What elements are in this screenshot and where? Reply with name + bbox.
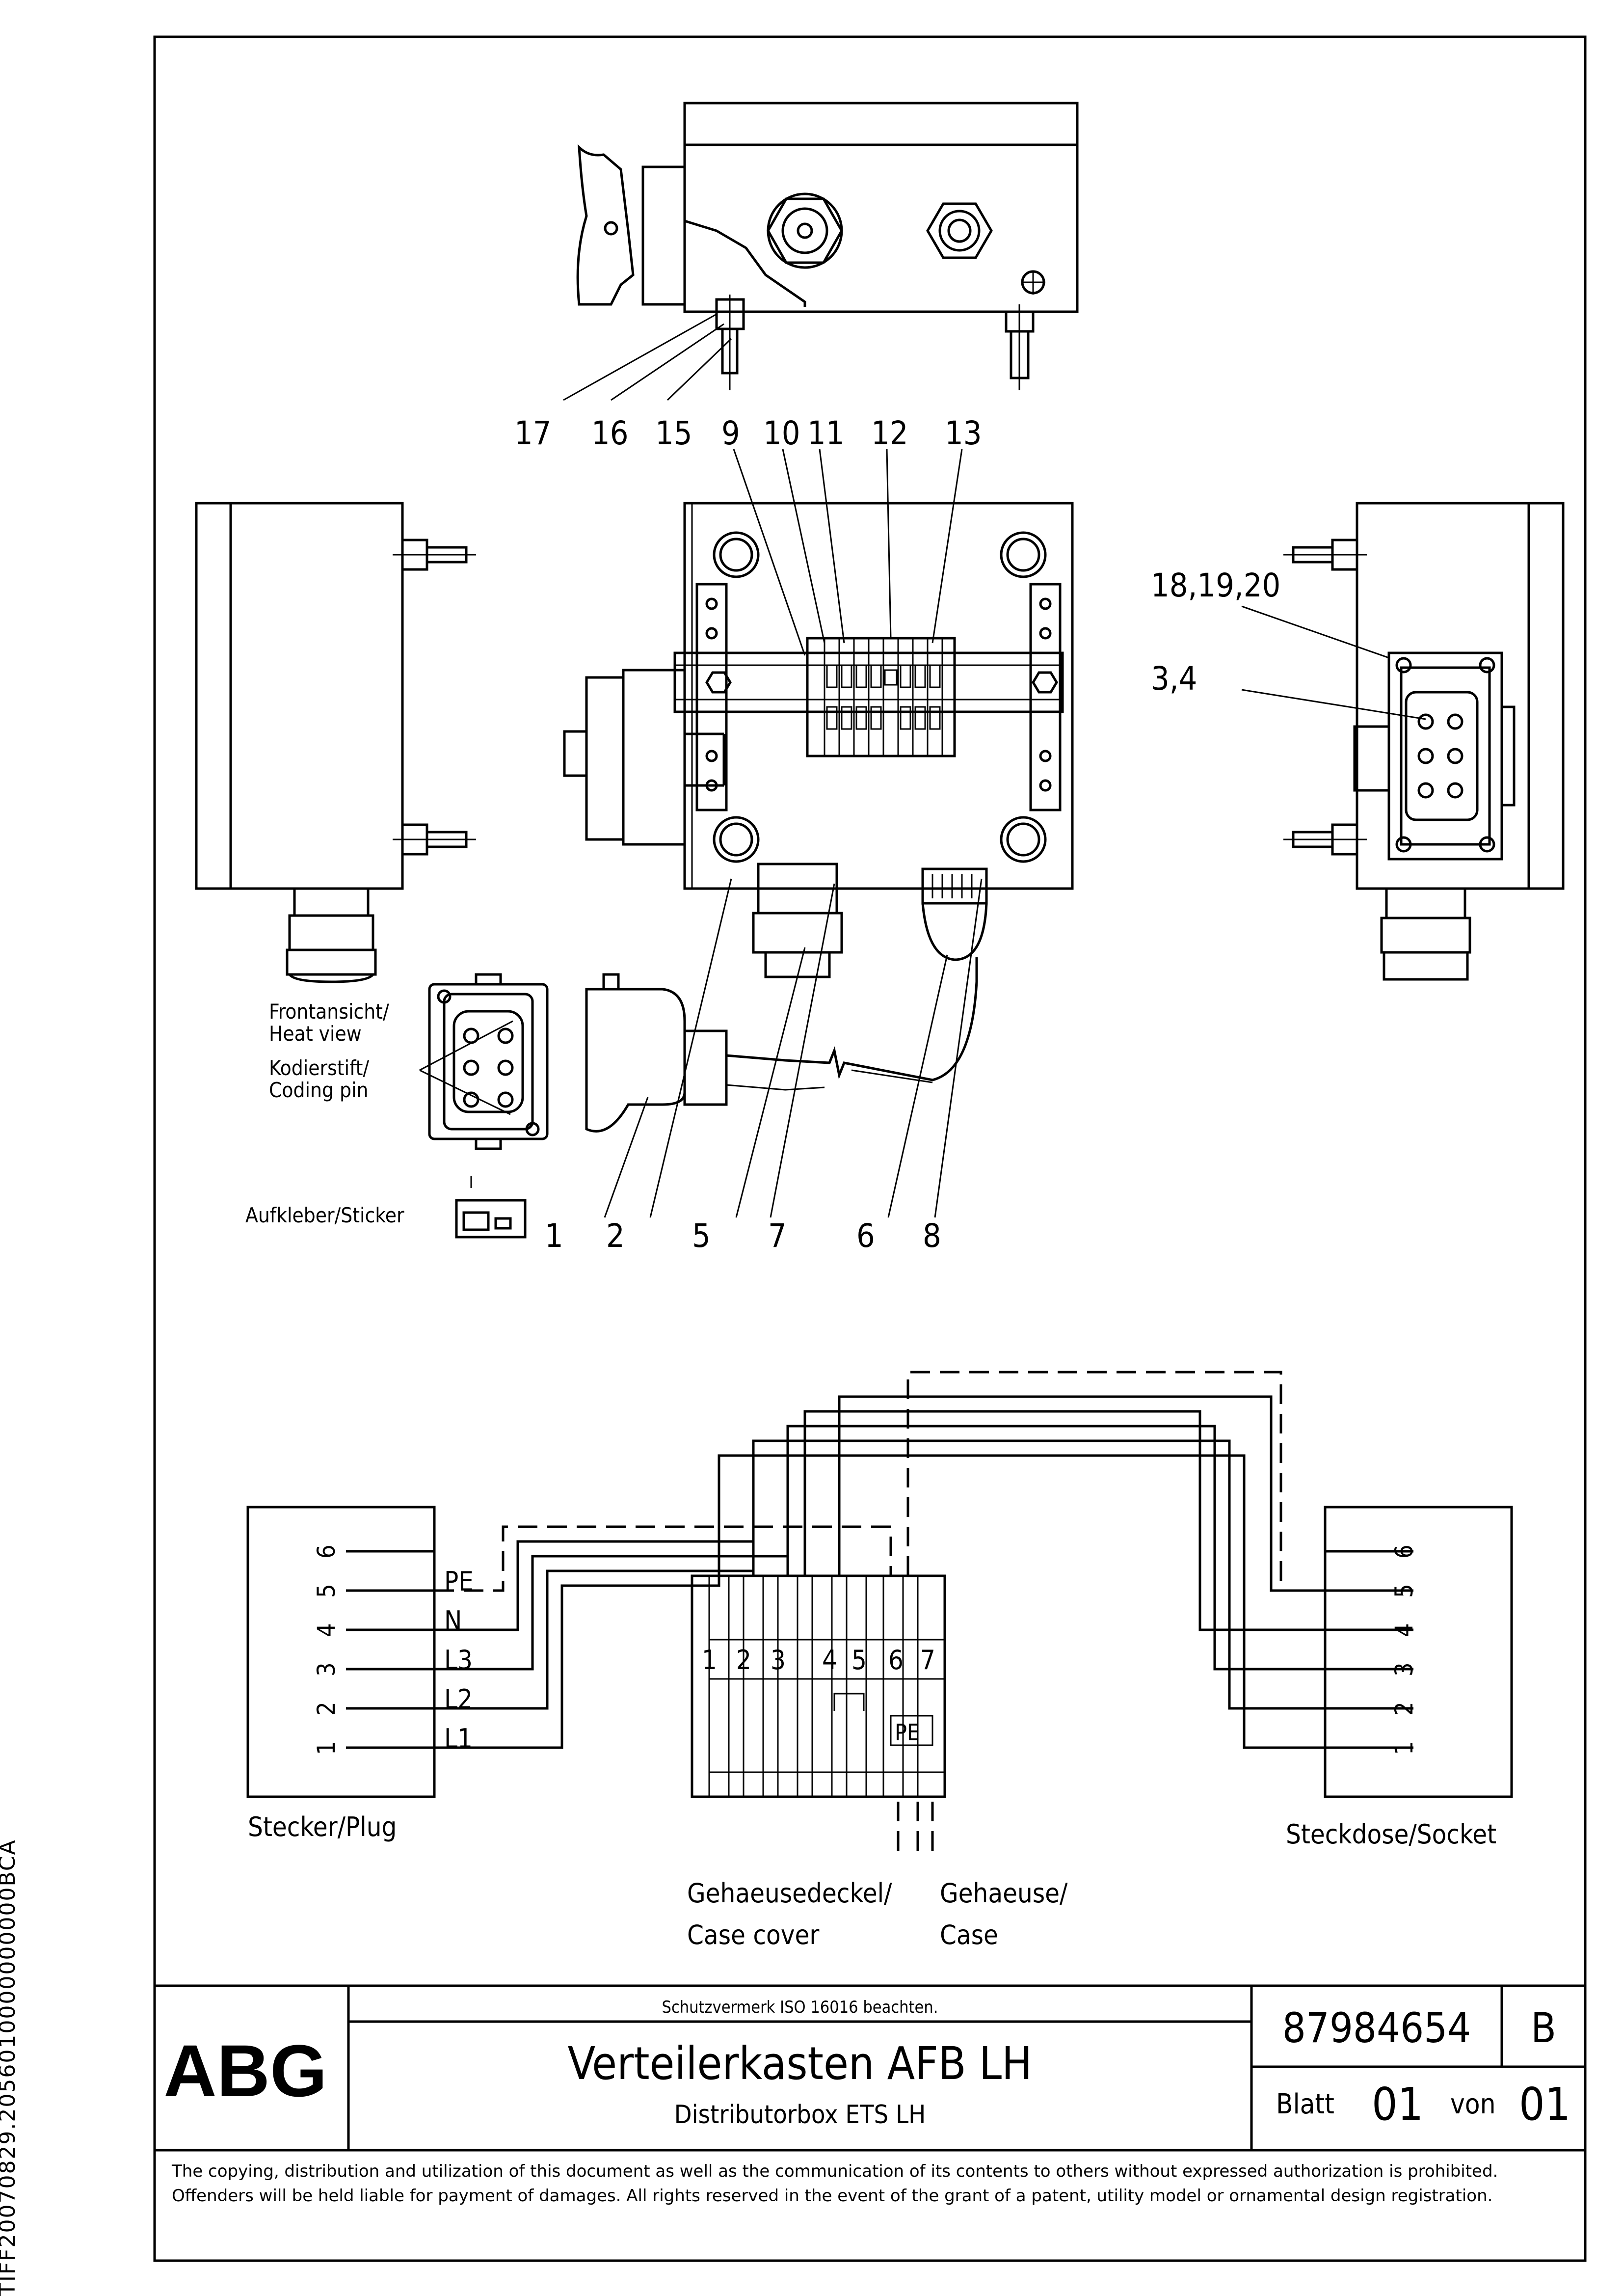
signal-l2: L2: [444, 1684, 473, 1715]
note-coding-pin-en: Coding pin: [269, 1078, 368, 1102]
plug-pin-6: 6: [312, 1544, 341, 1559]
protection-note: Schutzvermerk ISO 16016 beachten.: [662, 1998, 938, 2017]
connector-front-view: [428, 973, 549, 1239]
plug-pin-2: 2: [312, 1702, 341, 1716]
part-12: 12: [871, 414, 908, 452]
part-8: 8: [923, 1217, 941, 1255]
part-2: 2: [606, 1217, 625, 1255]
part-15: 15: [655, 414, 692, 452]
note-front-view-en: Heat view: [269, 1022, 362, 1046]
signal-pe: PE: [444, 1566, 474, 1597]
top-view: [576, 102, 1079, 390]
document-id: TIFF20070829.2056010000000000BCA: [0, 1839, 20, 2296]
part-7: 7: [768, 1217, 787, 1255]
sheets-total: 01: [1519, 2078, 1570, 2131]
note-front-view-de: Frontansicht/: [269, 999, 389, 1024]
part-10: 10: [763, 414, 800, 452]
socket-pin-1: 1: [1390, 1741, 1418, 1755]
front-view: [563, 502, 1074, 978]
legal-notice: The copying, distribution and utilizatio…: [172, 2161, 1498, 2206]
title-en: Distributorbox ETS LH: [674, 2100, 926, 2130]
case-en: Case: [940, 1919, 998, 1950]
pe-mark: PE: [895, 1719, 920, 1746]
plug-label: Stecker/Plug: [248, 1811, 397, 1842]
drawing-number: 87984654: [1282, 2004, 1471, 2052]
part-3-4: 3,4: [1151, 660, 1197, 698]
case-de: Gehaeuse/: [940, 1878, 1068, 1909]
terminal-3: 3: [771, 1645, 786, 1675]
part-16: 16: [591, 414, 629, 452]
signal-n: N: [444, 1605, 462, 1636]
socket-pin-2: 2: [1390, 1702, 1418, 1716]
signal-l1: L1: [444, 1723, 473, 1754]
title-de: Verteilerkasten AFB LH: [568, 2037, 1033, 2090]
of-label: von: [1450, 2088, 1496, 2120]
terminal-2: 2: [736, 1645, 751, 1675]
plug-pin-1: 1: [312, 1741, 341, 1755]
revision: B: [1531, 2004, 1556, 2052]
terminal-strip: [691, 1574, 946, 1798]
wiring-schematic: [246, 1371, 1513, 1861]
sheet-number: 01: [1372, 2078, 1423, 2131]
part-9: 9: [721, 414, 740, 452]
terminal-7: 7: [920, 1645, 935, 1675]
part-13: 13: [945, 414, 982, 452]
plug-housing: [585, 973, 728, 1133]
part-18-19-20: 18,19,20: [1151, 567, 1280, 604]
plug-pin-4: 4: [312, 1623, 341, 1637]
part-11: 11: [807, 414, 845, 452]
socket-pin-5: 5: [1390, 1584, 1418, 1598]
signal-l3: L3: [444, 1645, 473, 1675]
plug-block: [246, 1506, 436, 1798]
plug-pin-3: 3: [312, 1662, 341, 1676]
terminal-1: 1: [702, 1645, 717, 1675]
note-coding-pin-de: Kodierstift/: [269, 1056, 369, 1080]
socket-pin-4: 4: [1390, 1623, 1418, 1637]
terminal-5: 5: [851, 1645, 867, 1675]
socket-pin-6: 6: [1390, 1544, 1418, 1559]
drawing-frame: [153, 35, 1587, 2262]
plug-pin-5: 5: [312, 1584, 341, 1598]
note-sticker: Aufkleber/Sticker: [245, 1203, 404, 1227]
terminal-4: 4: [822, 1645, 837, 1675]
part-6: 6: [856, 1217, 875, 1255]
company-logo: ABG: [163, 2029, 327, 2112]
socket-pin-3: 3: [1390, 1662, 1418, 1676]
side-view-right: [1283, 502, 1565, 981]
part-17: 17: [514, 414, 552, 452]
socket-label: Steckdose/Socket: [1286, 1819, 1496, 1850]
part-1: 1: [545, 1217, 563, 1255]
socket-block: [1324, 1506, 1513, 1798]
case-cover-en: Case cover: [687, 1919, 819, 1950]
case-cover-de: Gehaeusedeckel/: [687, 1878, 892, 1909]
part-5: 5: [692, 1217, 711, 1255]
sheet-label: Blatt: [1276, 2088, 1334, 2120]
side-view-left: [195, 502, 476, 983]
terminal-6: 6: [888, 1645, 904, 1675]
